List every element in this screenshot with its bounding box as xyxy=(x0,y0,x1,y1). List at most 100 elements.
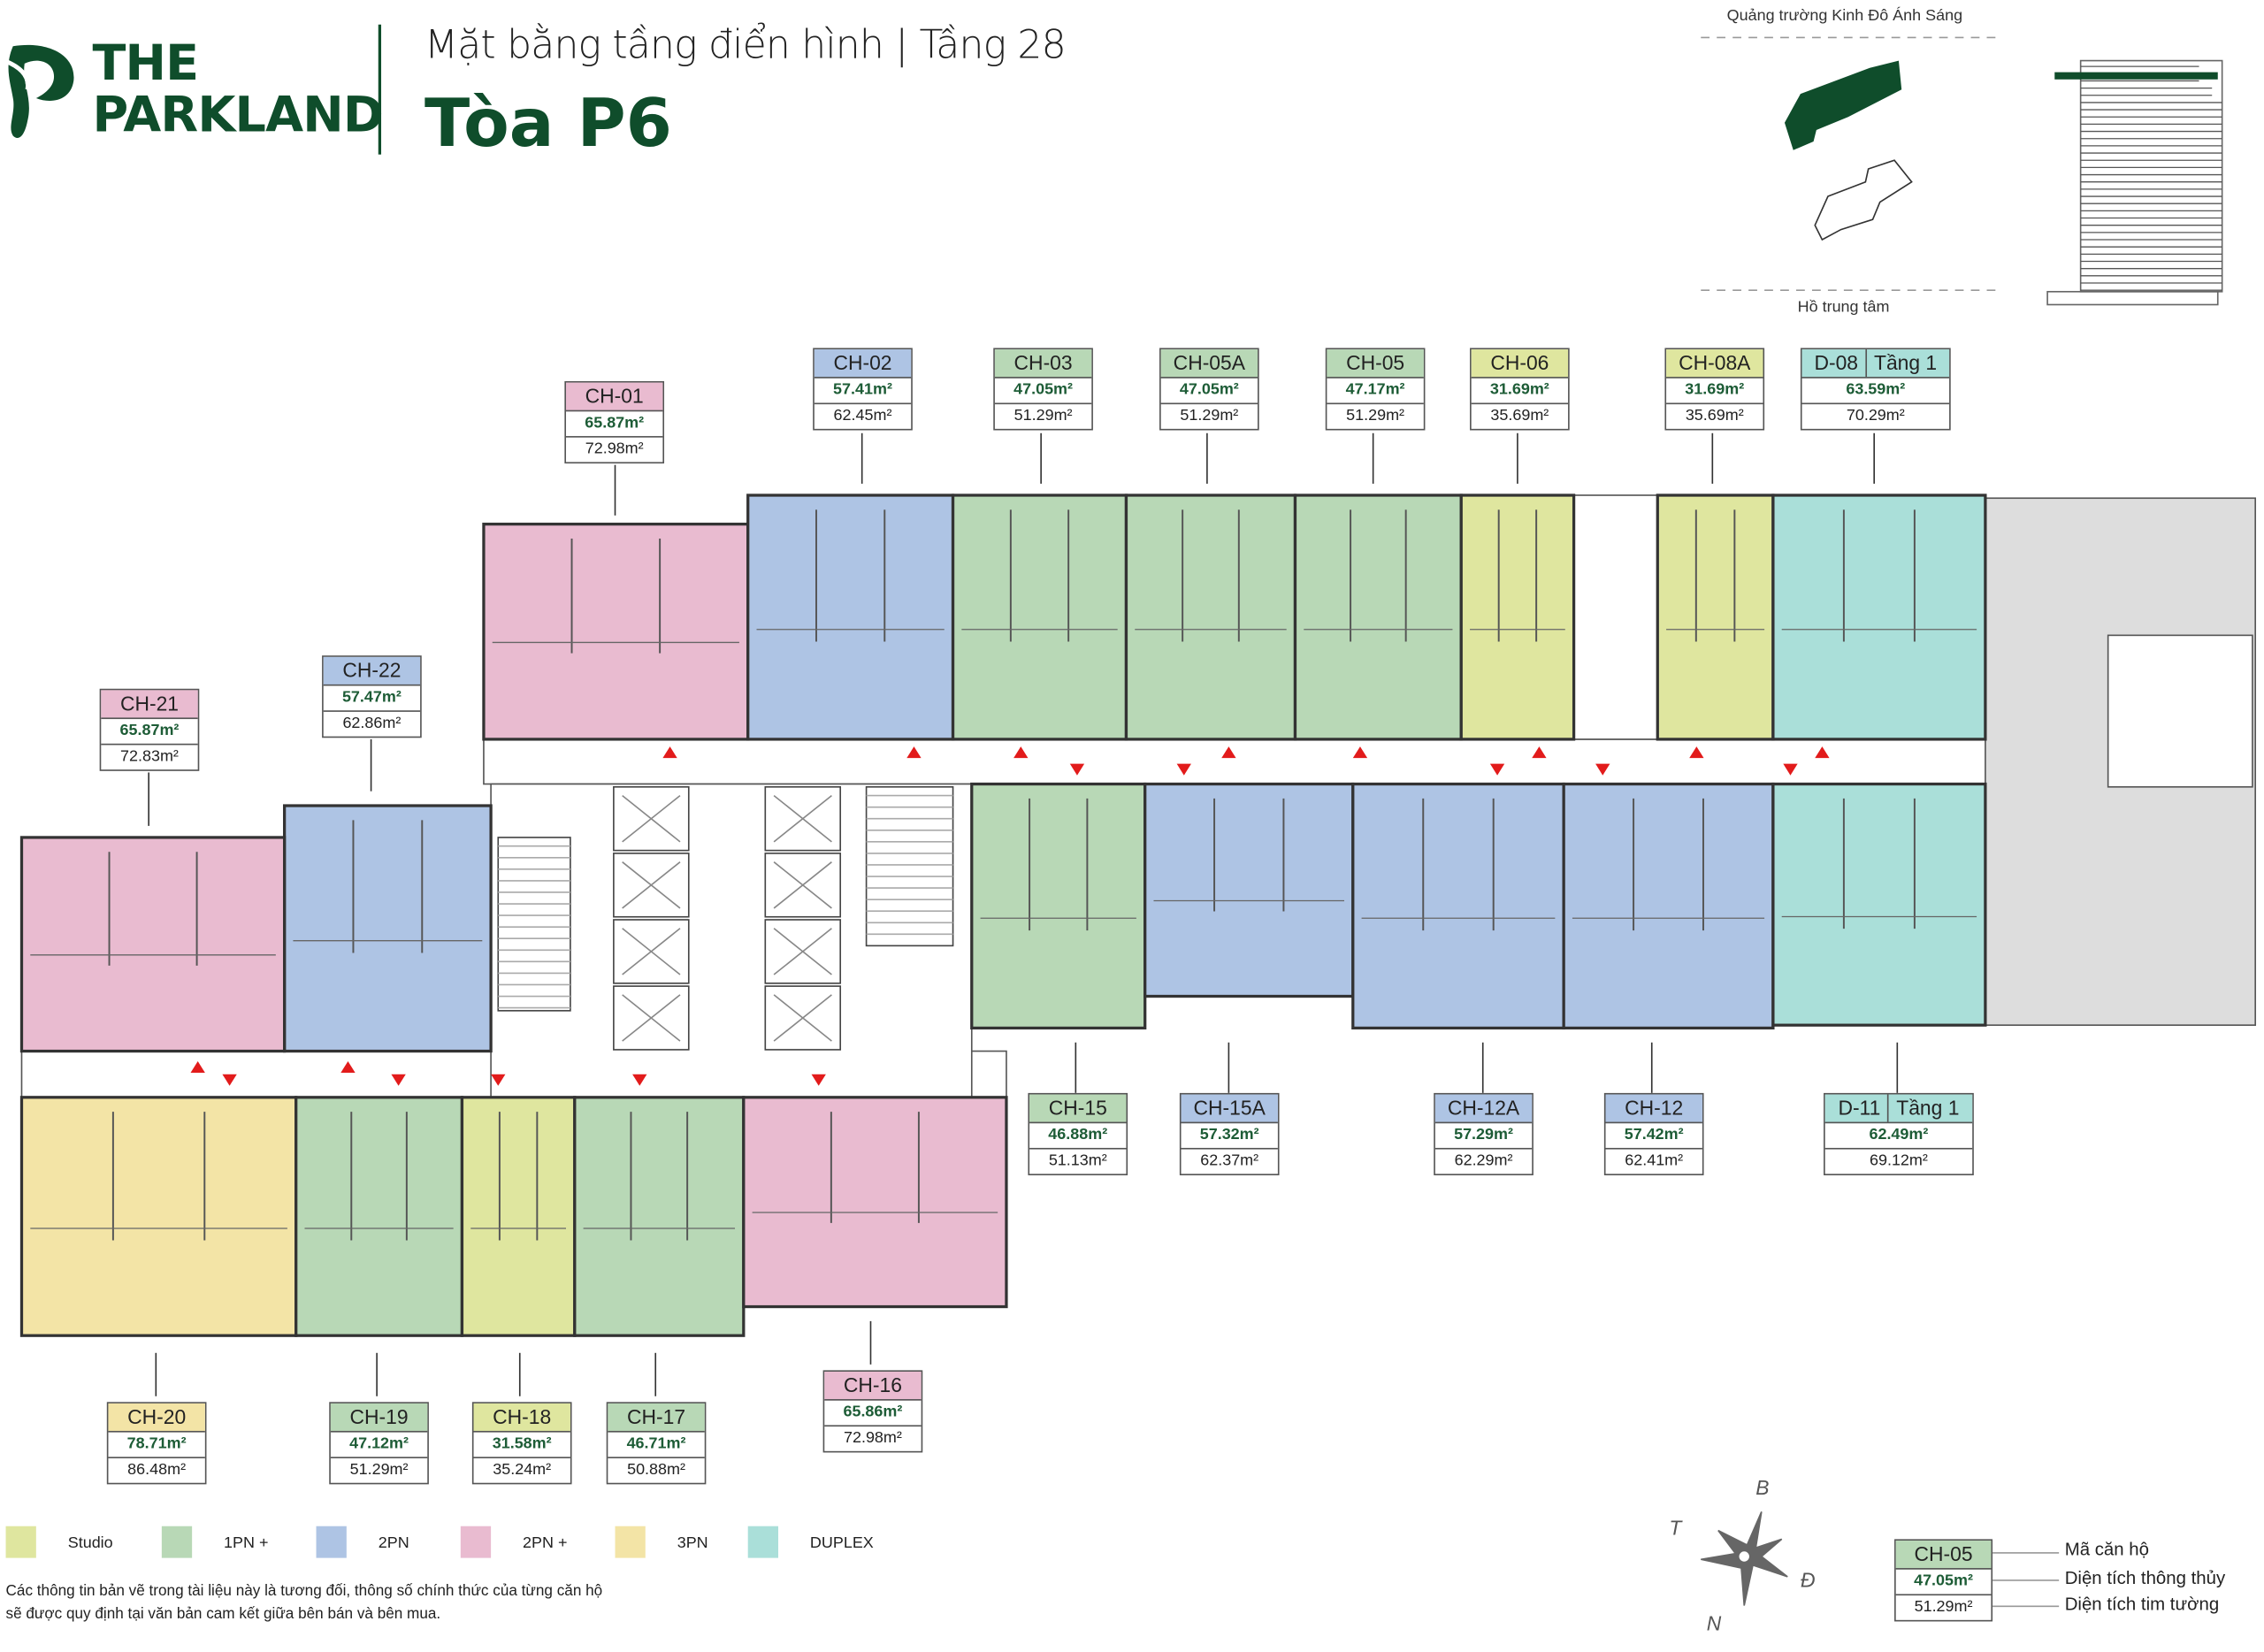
page-title: Tòa P6 xyxy=(424,83,672,162)
entrance-marker-icon xyxy=(1532,746,1547,759)
unit-code-text: CH-12A xyxy=(1447,1096,1520,1120)
unit-ch-06[interactable] xyxy=(1459,493,1576,741)
disclaimer-line-1: Các thông tin bản vẽ trong tài liệu này … xyxy=(5,1582,603,1600)
unit-code: CH-01 xyxy=(565,382,663,412)
entrance-marker-icon xyxy=(340,1060,356,1074)
unit-area-ch-05a[interactable] xyxy=(1124,493,1297,741)
unit-ch-18[interactable] xyxy=(460,1096,577,1337)
unit-gross-area: 62.41m² xyxy=(1625,1151,1684,1170)
unit-area-ch-19[interactable] xyxy=(294,1096,464,1337)
unit-ch-02[interactable] xyxy=(746,493,955,741)
unit-ch-12[interactable] xyxy=(1562,782,1775,1030)
unit-ch-05a[interactable] xyxy=(1124,493,1297,741)
unit-gross-area: 72.83m² xyxy=(120,747,179,766)
unit-code: CH-19 xyxy=(330,1403,428,1433)
unit-net-area: 31.69m² xyxy=(1666,379,1763,405)
unit-area-ch-06[interactable] xyxy=(1459,493,1576,741)
logo-text-parkland: PARKLAND xyxy=(92,86,384,145)
unit-area-d-08[interactable] xyxy=(1771,493,1987,741)
unit-gross-area: 51.29m² xyxy=(1180,407,1239,424)
unit-area-ch-03[interactable] xyxy=(951,493,1128,741)
unit-net-area: 31.69m² xyxy=(1471,379,1569,405)
unit-area-ch-20[interactable] xyxy=(19,1096,298,1337)
legend-swatch-studio xyxy=(5,1526,36,1558)
unit-ch-19[interactable] xyxy=(294,1096,464,1337)
unit-ch-17[interactable] xyxy=(573,1096,746,1337)
unit-d-11[interactable] xyxy=(1771,782,1987,1027)
unit-ch-20[interactable] xyxy=(19,1096,298,1337)
unit-code: CH-15 xyxy=(1029,1094,1127,1124)
unit-area-ch-15[interactable] xyxy=(970,782,1147,1030)
unit-floor-text: Tầng 1 xyxy=(1873,350,1938,374)
unit-code-text: CH-20 xyxy=(127,1404,187,1428)
unit-ch-16[interactable] xyxy=(742,1096,1008,1309)
unit-code: CH-20 xyxy=(108,1403,205,1433)
compass-south-label: N xyxy=(1706,1611,1722,1635)
stairwell xyxy=(865,785,954,947)
unit-ch-08a[interactable] xyxy=(1656,493,1775,741)
compass-rose-icon xyxy=(1701,1511,1788,1606)
unit-area-ch-01[interactable] xyxy=(482,523,750,741)
sample-gross-caption: Diện tích tim tường xyxy=(2064,1594,2220,1615)
unit-code-text: CH-12 xyxy=(1625,1096,1684,1120)
unit-gross-area: 51.29m² xyxy=(1346,407,1405,424)
unit-gross-area: 35.69m² xyxy=(1490,407,1549,424)
unit-area-ch-17[interactable] xyxy=(573,1096,746,1337)
entrance-marker-icon xyxy=(662,746,677,759)
stairwell xyxy=(497,837,571,1012)
unit-area-ch-16[interactable] xyxy=(742,1096,1008,1309)
unit-area-ch-21[interactable] xyxy=(19,836,287,1053)
unit-area-ch-12[interactable] xyxy=(1562,782,1775,1030)
unit-code: CH-22 xyxy=(323,656,421,686)
unit-net-area: 65.87m² xyxy=(101,719,198,746)
unit-ch-01[interactable] xyxy=(482,523,750,741)
unit-net-area: 47.12m² xyxy=(330,1433,428,1458)
unit-area-ch-02[interactable] xyxy=(746,493,955,741)
unit-d-08[interactable] xyxy=(1771,493,1987,741)
unit-area-ch-12a[interactable] xyxy=(1351,782,1565,1030)
unit-area-ch-05[interactable] xyxy=(1293,493,1463,741)
unit-net-area: 65.87m² xyxy=(565,411,663,438)
entrance-marker-icon xyxy=(1352,746,1368,759)
unit-label-ch-06[interactable]: CH-06 31.69m² 35.69m² xyxy=(1470,348,1570,431)
unit-ch-12a[interactable] xyxy=(1351,782,1565,1030)
unit-code-text: D-11 xyxy=(1838,1096,1881,1120)
unit-area-ch-08a[interactable] xyxy=(1656,493,1775,741)
unit-ch-05[interactable] xyxy=(1293,493,1463,741)
unit-area-ch-22[interactable] xyxy=(282,804,493,1053)
compass-west-label: T xyxy=(1669,1516,1682,1540)
unit-ch-22[interactable] xyxy=(282,804,493,1053)
unit-ch-03[interactable] xyxy=(951,493,1128,741)
unit-area-ch-18[interactable] xyxy=(460,1096,577,1337)
unit-ch-15[interactable] xyxy=(970,782,1147,1030)
unit-gross-area: 69.12m² xyxy=(1869,1151,1928,1170)
unit-area-d-11[interactable] xyxy=(1771,782,1987,1027)
unit-ch-21[interactable] xyxy=(19,836,287,1053)
unit-gross-area: 62.29m² xyxy=(1454,1151,1513,1170)
unit-ch-15a[interactable] xyxy=(1143,782,1355,998)
unit-code-text: CH-06 xyxy=(1490,350,1549,374)
unit-gross-area: 72.98m² xyxy=(843,1429,902,1447)
entrance-marker-icon xyxy=(222,1074,237,1086)
unit-area-ch-15a[interactable] xyxy=(1143,782,1355,998)
